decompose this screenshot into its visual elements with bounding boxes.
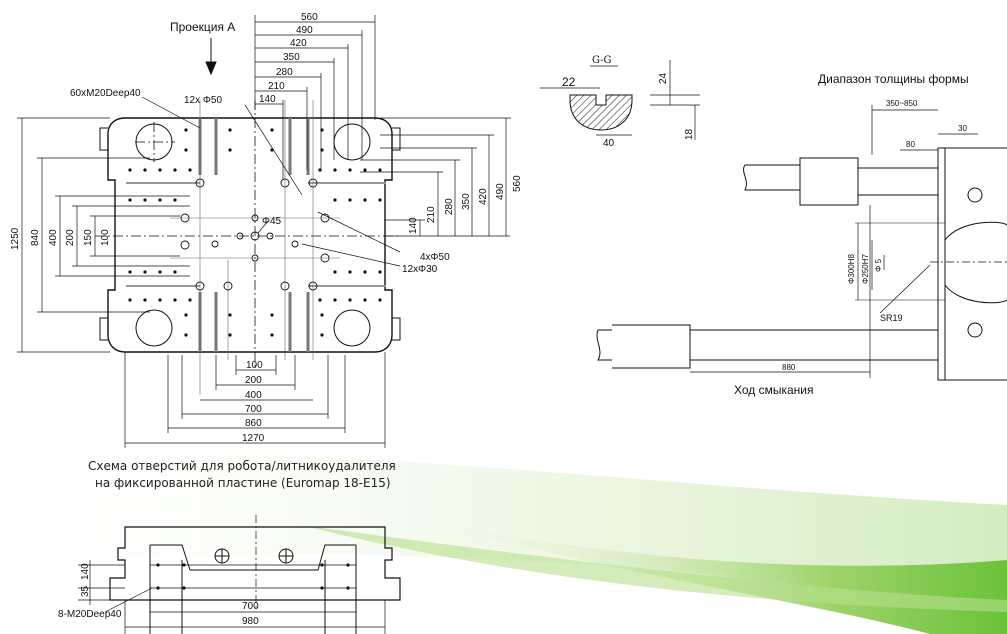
center-bore-callout: Φ45 bbox=[262, 216, 282, 227]
section-gg bbox=[540, 60, 700, 140]
sr19-label: SR19 bbox=[880, 313, 903, 323]
right-dim-560: 560 bbox=[512, 175, 523, 192]
section-dim-22: 22 bbox=[562, 75, 576, 89]
top-dim-420: 420 bbox=[290, 38, 307, 49]
robot-plate bbox=[78, 515, 401, 634]
left-dim-200: 200 bbox=[65, 229, 76, 246]
plate-dim-140: 140 bbox=[80, 563, 91, 580]
holes-top-callout: 12x Φ50 bbox=[184, 95, 222, 106]
side-view-labels: Диапазон толщины формы 350~850 30 80 880… bbox=[734, 72, 969, 397]
plate-holes-callout: 8-M20Deep40 bbox=[58, 609, 122, 620]
section-dim-24: 24 bbox=[658, 72, 669, 84]
right-dim-140: 140 bbox=[408, 217, 419, 234]
bottom-dim-860: 860 bbox=[245, 418, 262, 429]
robot-caption-line2: на фиксированной пластине (Euromap 18-E1… bbox=[95, 476, 391, 490]
section-dim-18: 18 bbox=[684, 128, 695, 140]
right-dim-350: 350 bbox=[461, 193, 472, 210]
bottom-dim-1270: 1270 bbox=[242, 433, 265, 444]
section-title: G-G bbox=[592, 55, 612, 66]
left-dim-100: 100 bbox=[100, 229, 111, 246]
plate-dim-700: 700 bbox=[242, 601, 259, 612]
projection-title: Проекция А bbox=[170, 20, 235, 34]
side-dim-250h7: Φ250H7 bbox=[861, 253, 870, 284]
robot-plate-labels: 35 140 8-M20Deep40 700 980 bbox=[58, 563, 259, 627]
top-dim-210: 210 bbox=[268, 81, 285, 92]
holes-4-callout: 4xΦ50 bbox=[420, 252, 450, 263]
right-dim-490: 490 bbox=[495, 183, 506, 200]
side-dim-80: 80 bbox=[906, 140, 915, 149]
left-dim-400: 400 bbox=[48, 229, 59, 246]
view-a-labels: Проекция А 560 490 420 350 280 210 140 1… bbox=[10, 12, 523, 444]
plate-dim-980: 980 bbox=[242, 616, 259, 627]
top-dim-490: 490 bbox=[296, 25, 313, 36]
side-dim-30: 30 bbox=[958, 124, 967, 133]
side-dim-350-850: 350~850 bbox=[886, 99, 918, 108]
mold-thickness-title: Диапазон толщины формы bbox=[818, 72, 969, 86]
side-view bbox=[596, 105, 1007, 381]
robot-caption-line1: Схема отверстий для робота/литникоудалит… bbox=[88, 459, 396, 473]
left-dim-840: 840 bbox=[30, 229, 41, 246]
clamping-stroke-label: Ход смыкания bbox=[734, 383, 814, 397]
bottom-dim-400: 400 bbox=[245, 390, 262, 401]
view-a bbox=[17, 15, 511, 448]
section-gg-labels: G-G 22 24 18 40 bbox=[562, 55, 695, 149]
plate-dim-35: 35 bbox=[80, 585, 91, 597]
top-dim-280: 280 bbox=[276, 67, 293, 78]
side-dim-880: 880 bbox=[782, 363, 796, 372]
right-dim-280: 280 bbox=[444, 198, 455, 215]
bottom-dim-100: 100 bbox=[246, 360, 263, 371]
tapped-holes-callout: 60xM20Deep40 bbox=[70, 88, 141, 99]
left-dim-150: 150 bbox=[83, 229, 94, 246]
right-dim-210: 210 bbox=[426, 206, 437, 223]
top-dim-560: 560 bbox=[301, 12, 318, 23]
side-dim-phi5: Φ 5 bbox=[874, 258, 883, 272]
side-dim-300h8: Φ300H8 bbox=[847, 253, 856, 284]
section-dim-40: 40 bbox=[603, 138, 615, 149]
robot-plate-holes bbox=[156, 563, 350, 590]
left-dim-1250: 1250 bbox=[10, 227, 21, 250]
bottom-dim-700: 700 bbox=[245, 404, 262, 415]
right-dim-420: 420 bbox=[478, 188, 489, 205]
top-dim-140: 140 bbox=[259, 94, 276, 105]
top-dim-350: 350 bbox=[283, 52, 300, 63]
bottom-dim-200: 200 bbox=[245, 375, 262, 386]
holes-12-callout: 12xΦ30 bbox=[402, 264, 438, 275]
